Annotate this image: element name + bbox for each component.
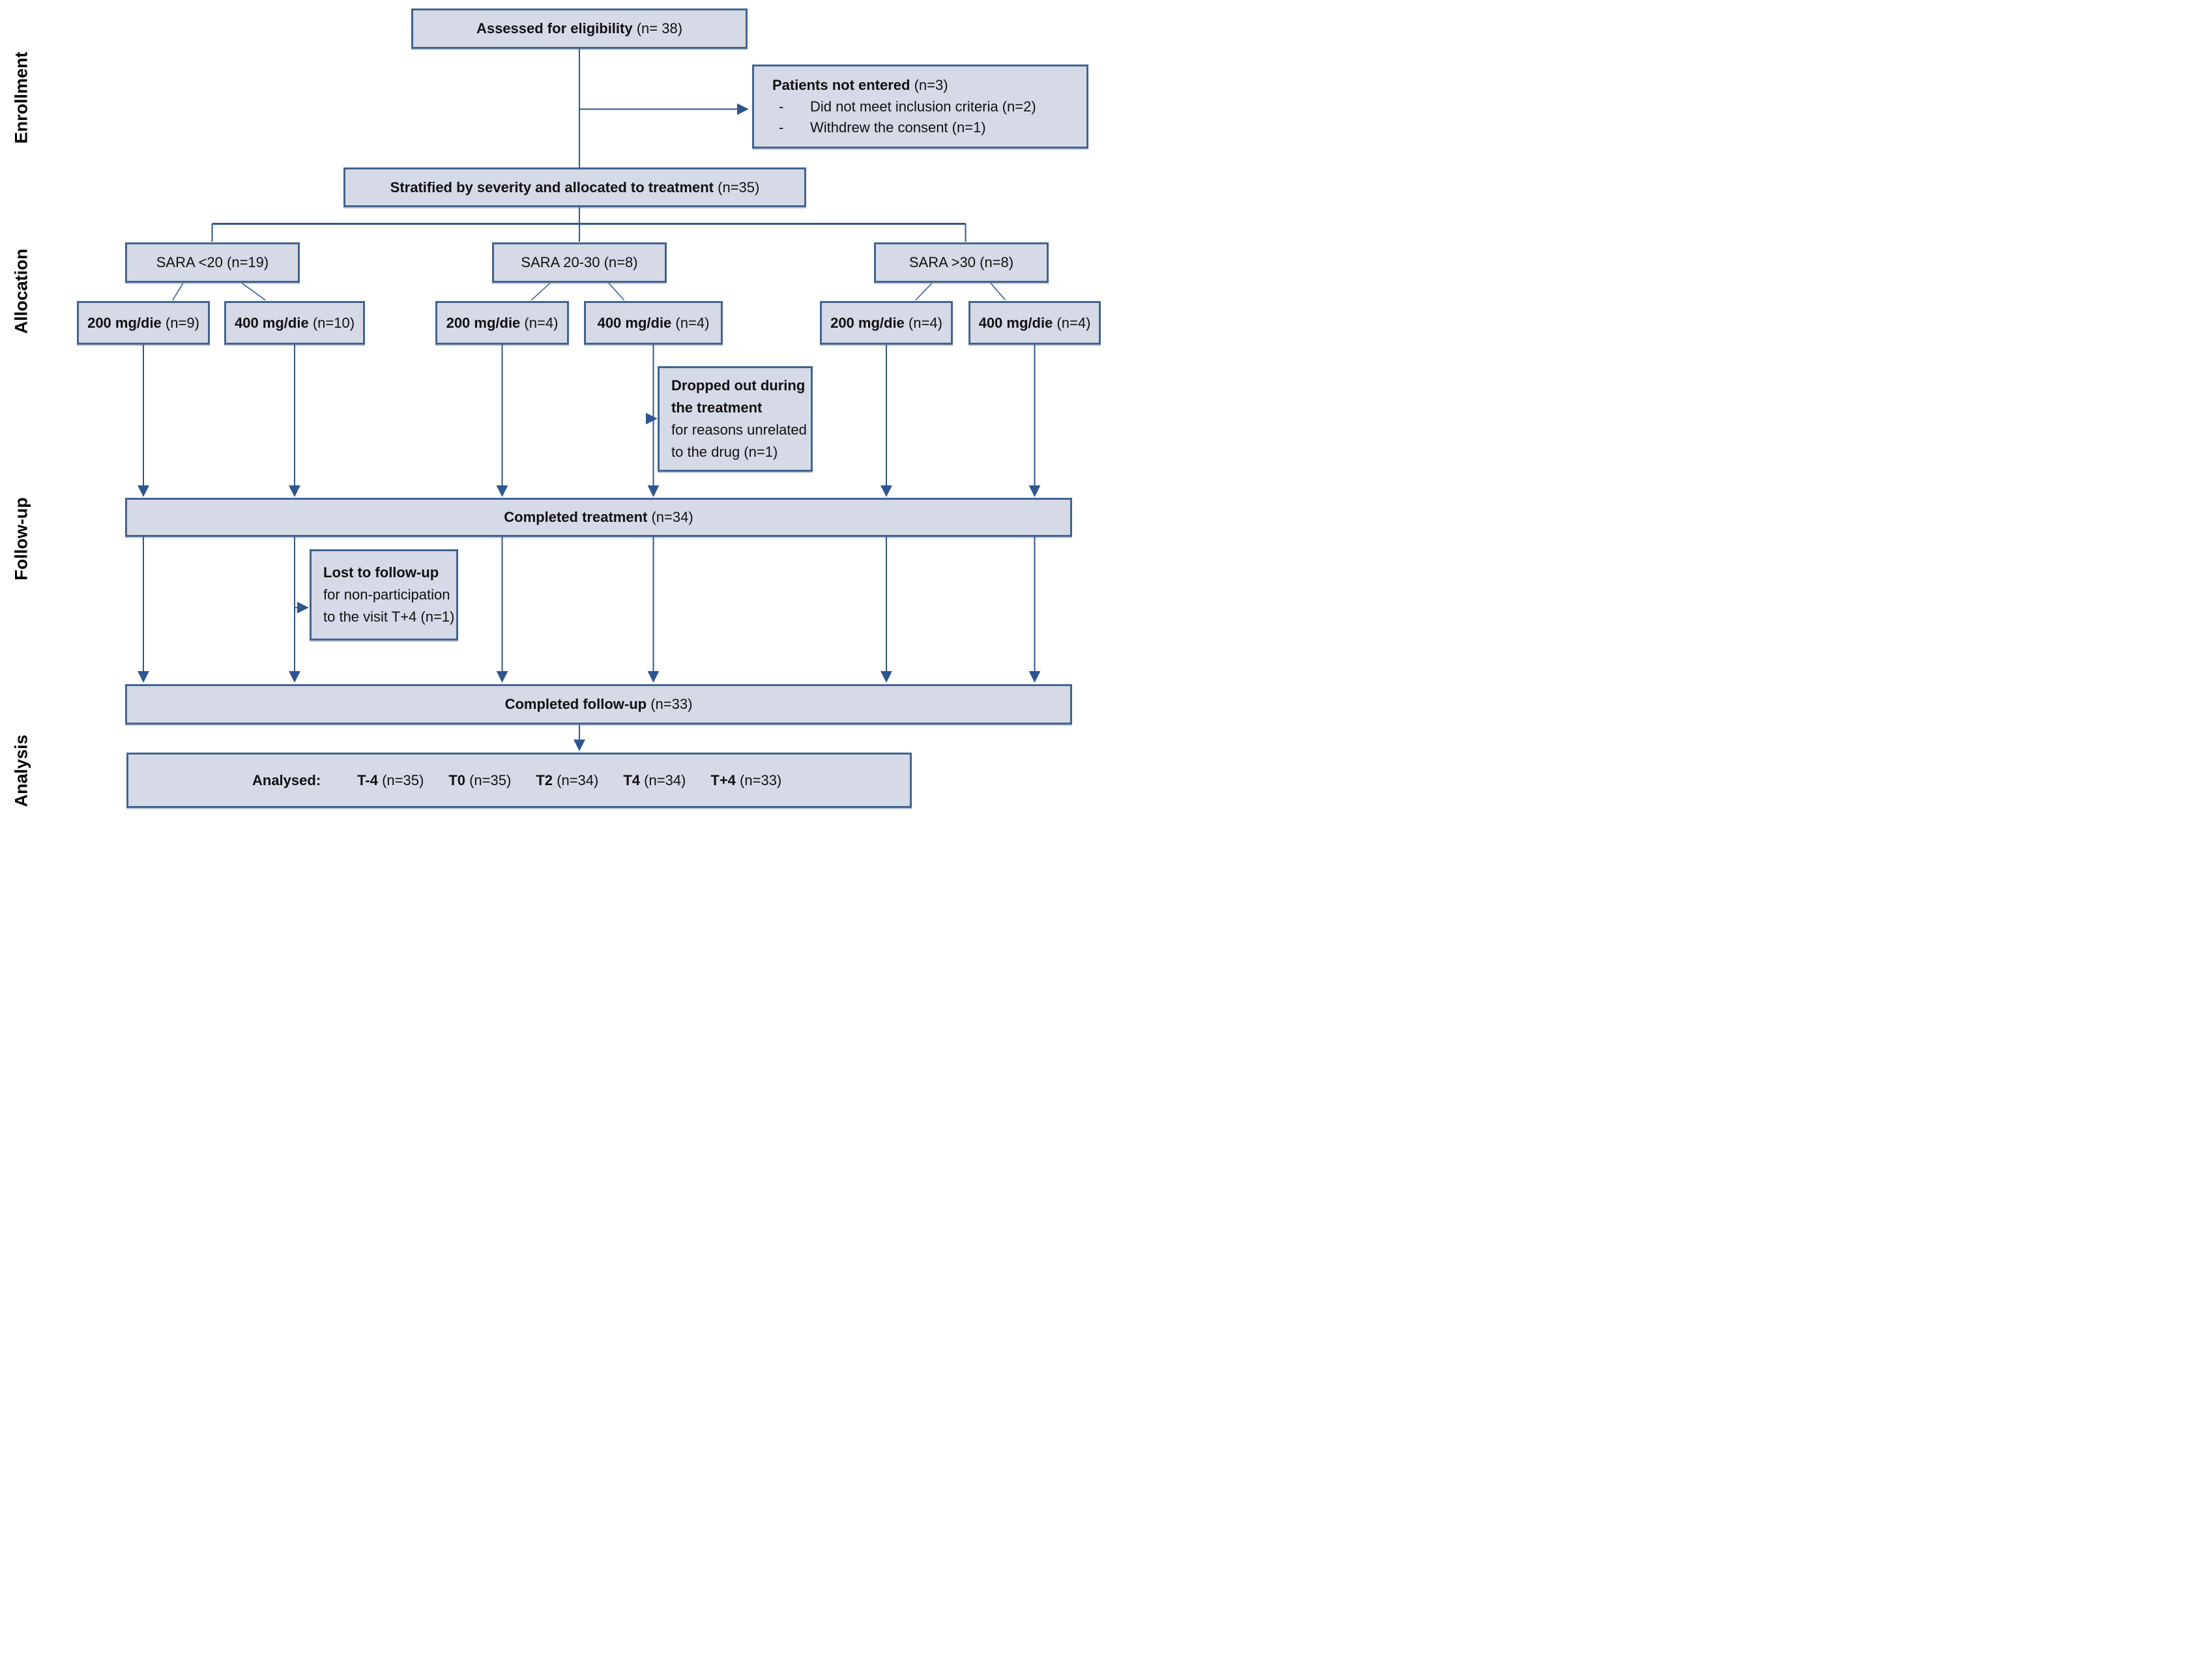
consort-flow-diagram: Enrollment Allocation Follow-up Analysis… bbox=[0, 0, 1106, 827]
assessed-eligibility-box: Assessed for eligibility (n= 38) bbox=[411, 8, 748, 49]
dose-200-sara-lt20-box: 200 mg/die (n=9) bbox=[77, 301, 210, 345]
analysed-box: Analysed: T-4 (n=35) T0 (n=35) T2 (n=34)… bbox=[126, 753, 912, 808]
dose-400-sara-20-30-box: 400 mg/die (n=4) bbox=[584, 301, 723, 345]
lost-to-followup-box: Lost to follow-up for non-participation … bbox=[310, 549, 458, 640]
assessed-n: (n= 38) bbox=[636, 20, 683, 36]
sara-20-30-box: SARA 20-30 (n=8) bbox=[492, 242, 667, 283]
analysed-label: Analysed: bbox=[252, 771, 321, 788]
not-entered-title: Patients not entered bbox=[772, 77, 910, 94]
analysed-timepoint: T4 (n=34) bbox=[623, 771, 686, 788]
stratified-n: (n=35) bbox=[718, 179, 760, 195]
completed-followup-box: Completed follow-up (n=33) bbox=[125, 684, 1072, 725]
completed-treatment-box: Completed treatment (n=34) bbox=[125, 498, 1072, 537]
section-label-enrollment: Enrollment bbox=[11, 51, 31, 144]
analysed-timepoint: T0 (n=35) bbox=[448, 771, 512, 788]
dose-200-sara-20-30-box: 200 mg/die (n=4) bbox=[435, 301, 569, 345]
bullet-dash: - bbox=[779, 98, 784, 115]
section-label-allocation: Allocation bbox=[11, 248, 31, 334]
bullet-dash: - bbox=[779, 119, 784, 136]
flow-connectors bbox=[138, 49, 1041, 751]
section-label-followup: Follow-up bbox=[11, 497, 31, 581]
assessed-label: Assessed for eligibility bbox=[476, 20, 633, 36]
stratified-box: Stratified by severity and allocated to … bbox=[343, 167, 806, 207]
stratified-label: Stratified by severity and allocated to … bbox=[390, 179, 714, 195]
section-label-analysis: Analysis bbox=[11, 734, 31, 807]
dose-400-sara-gt30-box: 400 mg/die (n=4) bbox=[968, 301, 1101, 345]
dropped-out-box: Dropped out during the treatment for rea… bbox=[658, 366, 813, 472]
patients-not-entered-box: Patients not entered (n=3) -Did not meet… bbox=[752, 65, 1088, 149]
sara-lt20-box: SARA <20 (n=19) bbox=[125, 242, 300, 283]
not-entered-n: (n=3) bbox=[914, 77, 948, 94]
analysed-timepoint: T2 (n=34) bbox=[536, 771, 599, 788]
analysed-timepoint: T+4 (n=33) bbox=[710, 771, 782, 788]
not-entered-item: -Withdrew the consent (n=1) bbox=[772, 119, 1080, 136]
dose-200-sara-gt30-box: 200 mg/die (n=4) bbox=[820, 301, 953, 345]
dose-400-sara-lt20-box: 400 mg/die (n=10) bbox=[224, 301, 365, 345]
not-entered-item: -Did not meet inclusion criteria (n=2) bbox=[772, 98, 1080, 115]
analysed-timepoint: T-4 (n=35) bbox=[357, 771, 424, 788]
sara-gt30-box: SARA >30 (n=8) bbox=[874, 242, 1049, 283]
